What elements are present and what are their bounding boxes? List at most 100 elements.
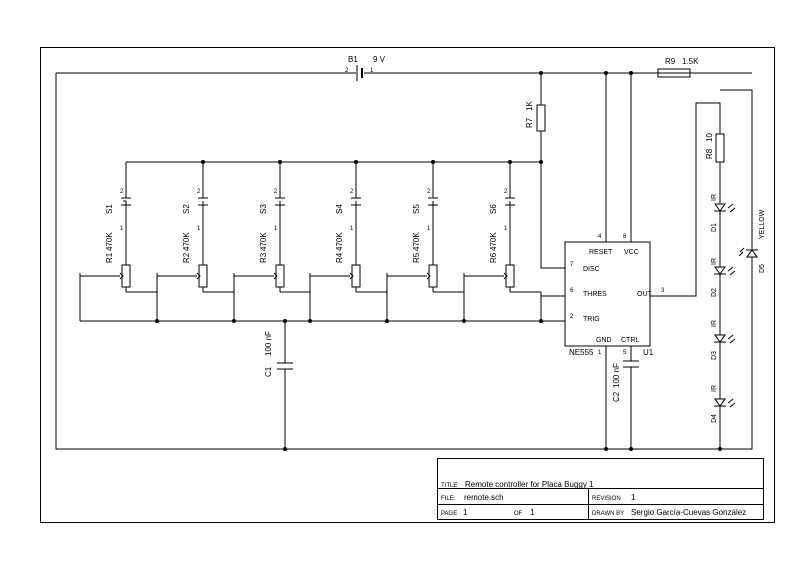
switch-s6-pin-top: 2 (504, 189, 508, 195)
switch-s6-pin-bottom: 1 (504, 226, 508, 232)
pin-out-label: OUT (637, 291, 653, 298)
switch-s2-pin-top: 2 (197, 189, 201, 195)
pot-r6-value: 470K (489, 232, 498, 251)
pin-thres-number: 6 (570, 288, 574, 294)
of-label: OF (514, 511, 523, 517)
switch-s2-ref: S2 (182, 204, 191, 214)
c2-value: 100 nF (612, 363, 621, 388)
pin-out-number: 3 (661, 288, 665, 294)
channel-2: S2 2 1 R2 470K (156, 162, 208, 321)
switch-s5-pin-top: 2 (427, 189, 431, 195)
revision-value: 1 (631, 493, 636, 502)
switch-s2-pin-bottom: 1 (197, 226, 201, 232)
resistor-r9: R9 1.5K (657, 57, 752, 78)
pot-r3-ref: R3 (259, 252, 268, 263)
drawn-by-value: Sergio García-Cuevas González (631, 508, 746, 517)
pin-trig-label: TRIG (583, 316, 600, 323)
d3-type: IR (711, 320, 718, 327)
sheet-border (40, 47, 775, 523)
junction-dots (155, 71, 722, 451)
ic-part: NE555 (569, 348, 594, 357)
switch-s3-ref: S3 (259, 204, 268, 214)
channel-6: S6 2 1 R6 470K (463, 162, 515, 321)
switch-s3-pin-top: 2 (274, 189, 278, 195)
led-d1: D1 IR (711, 194, 736, 232)
switch-s1-pin-top: 2 (120, 189, 124, 195)
revision-label: REVISION (592, 496, 621, 502)
capacitor-c1: C1 100 nF (264, 321, 293, 449)
pin-vcc-label: VCC (624, 249, 639, 256)
channel-1: S1 2 1 R1 470K (79, 162, 131, 321)
switch-s5-ref: S5 (412, 204, 421, 214)
file-name: remote.sch (464, 493, 504, 502)
d5-ref: D5 (759, 264, 766, 273)
d2-type: IR (711, 258, 718, 265)
c2-ref: C2 (612, 391, 621, 402)
page-value: 1 (463, 508, 468, 517)
battery-pin-neg: 2 (345, 68, 349, 74)
channel-3: S3 2 1 R3 470K (233, 162, 285, 321)
switch-s1-ref: S1 (105, 204, 114, 214)
pot-r3-value: 470K (259, 232, 268, 251)
r9-ref: R9 (665, 57, 676, 66)
pot-r5-ref: R5 (412, 252, 421, 263)
r9-value: 1.5K (682, 57, 699, 66)
r7-ref: R7 (525, 117, 534, 128)
trigger-bus (80, 292, 565, 322)
pot-r1-ref: R1 (105, 252, 114, 263)
pot-r2-ref: R2 (182, 252, 191, 263)
pot-r4-value: 470K (335, 232, 344, 251)
r8-value: 10 (705, 133, 714, 142)
title-label: TITLE (441, 483, 457, 489)
drawn-by-label: DRAWN BY (592, 511, 624, 517)
switch-s4-pin-top: 2 (350, 189, 354, 195)
d2-ref: D2 (711, 288, 718, 297)
capacitor-c2: C2 100 nF (612, 363, 621, 402)
pin-ctrl-label: CTRL (621, 337, 639, 344)
r8-ref: R8 (705, 148, 714, 159)
resistor-r7: R7 1K (525, 73, 565, 269)
pin-thres-label: THRES (583, 291, 607, 298)
switch-s6-ref: S6 (489, 204, 498, 214)
pin-reset-number: 4 (598, 234, 602, 240)
title-block: TITLE Remote controller for Placa Buggy … (437, 458, 764, 520)
c1-ref: C1 (264, 366, 273, 377)
pin-disc-number: 7 (570, 262, 574, 268)
pot-r1-value: 470K (105, 232, 114, 251)
switch-s1-pin-bottom: 1 (120, 226, 124, 232)
pin-vcc-number: 8 (623, 234, 627, 240)
pin-ctrl-number: 5 (623, 350, 627, 356)
pin-gnd-number: 1 (598, 350, 602, 356)
d3-ref: D3 (711, 351, 718, 360)
channel-4: S4 2 1 R4 470K (309, 162, 361, 321)
led-d4: D4 IR (711, 385, 736, 423)
page-label: PAGE (441, 511, 457, 517)
of-value: 1 (530, 508, 535, 517)
battery-b1: B1 9 V 2 1 (56, 55, 690, 81)
battery-value: 9 V (373, 55, 386, 64)
battery-ref: B1 (348, 55, 358, 64)
led-d3: D3 IR (711, 320, 736, 360)
d4-type: IR (711, 385, 718, 392)
pot-r5-value: 470K (412, 232, 421, 251)
pin-disc-label: DISC (583, 266, 600, 273)
pot-r2-value: 470K (182, 232, 191, 251)
file-label: FILE: (441, 496, 456, 502)
pin-trig-number: 2 (570, 314, 574, 320)
switch-s4-pin-bottom: 1 (350, 226, 354, 232)
switch-s4-ref: S4 (335, 204, 344, 214)
led-d5: D5 YELLOW (738, 209, 766, 273)
pin-reset-label: RESET (589, 249, 613, 256)
pot-r4-ref: R4 (335, 252, 344, 263)
d4-ref: D4 (711, 414, 718, 423)
ground-rail (55, 73, 753, 450)
schematic-title: Remote controller for Placa Buggy 1 (465, 480, 594, 489)
led-d2: D2 IR (711, 258, 736, 297)
d1-ref: D1 (711, 223, 718, 232)
pin-gnd-label: GND (596, 337, 612, 344)
d1-type: IR (711, 194, 718, 201)
r7-value: 1K (525, 101, 534, 111)
ic-u1: RESET VCC DISC THRES TRIG OUT GND CTRL 4… (564, 73, 721, 449)
c1-value: 100 nF (264, 331, 273, 356)
